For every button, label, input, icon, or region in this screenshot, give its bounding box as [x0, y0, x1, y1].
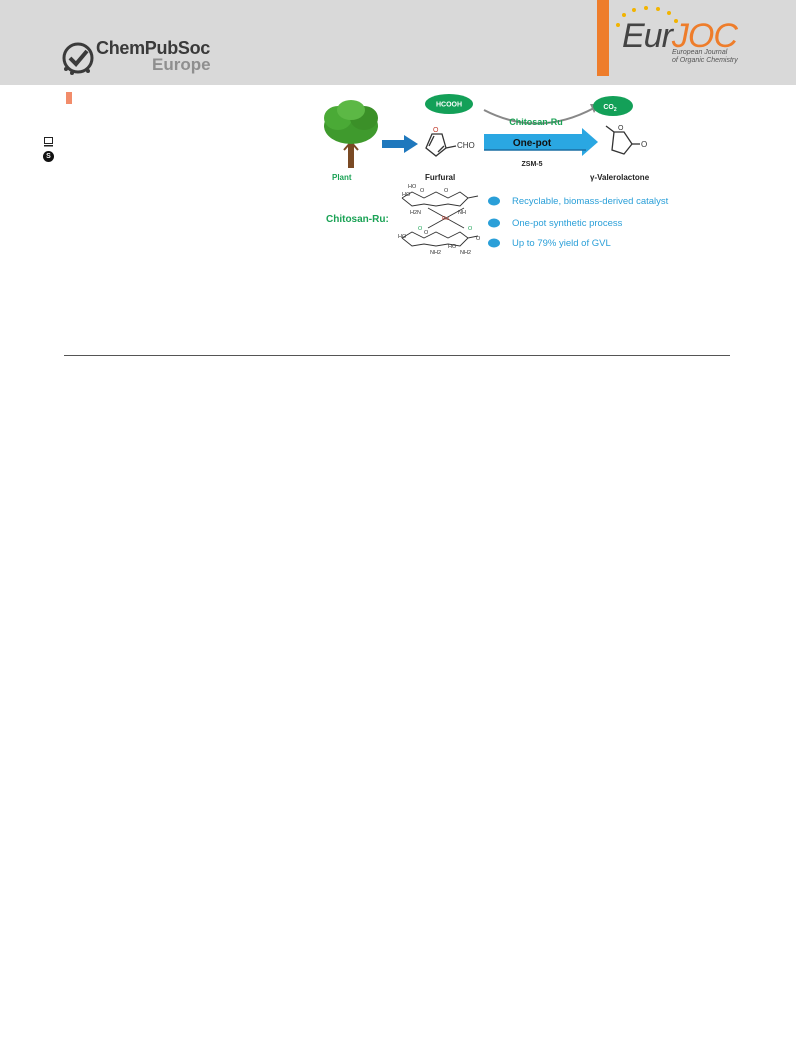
gvl-label: γ-Valerolactone — [590, 173, 650, 182]
journal-accent-bar — [597, 0, 609, 76]
journal-prefix: Eur — [622, 17, 673, 55]
journal-subtitle-line1: European Journal — [672, 49, 728, 56]
chitosan-ru-structure — [401, 191, 479, 247]
gvl-ring-oxygen: O — [618, 125, 624, 132]
structure-atom: HO — [398, 234, 407, 240]
bullet-dot-icon — [488, 218, 500, 228]
bullet-list: Recyclable, biomass-derived catalyst One… — [488, 196, 669, 249]
publisher-name: ChemPubSoc — [96, 38, 211, 58]
structure-atom-ru: Ru — [442, 216, 449, 222]
furfural-aldehyde-group: CHO — [457, 141, 475, 150]
eurjoc-logo: EurJOC European Journal of Organic Chemi… — [612, 5, 762, 75]
structure-atom: NH — [458, 210, 466, 216]
graphical-abstract: Plant O CHO Furfural HCOOH CO2 Chitosan-… — [324, 94, 669, 256]
zsm5-label: ZSM-5 — [522, 161, 543, 168]
bullet-item: Up to 79% yield of GVL — [512, 238, 611, 249]
section-marker — [66, 92, 72, 104]
co2-label-main: CO — [603, 104, 614, 111]
header-band — [0, 0, 796, 85]
co2-label: CO2 — [603, 104, 617, 113]
bullet-dot-icon — [488, 238, 500, 248]
structure-atom: O — [418, 226, 423, 232]
structure-atom: H2N — [410, 210, 421, 216]
journal-subtitle: European Journal of Organic Chemistry — [672, 49, 738, 65]
one-pot-arrow — [484, 128, 598, 156]
hcooh-label: HCOOH — [436, 102, 462, 109]
structure-atom: NH2 — [460, 250, 471, 256]
chitosan-ru-label: Chitosan-Ru: — [326, 214, 389, 225]
supporting-info-icon[interactable]: S — [43, 151, 54, 162]
structure-atom: O — [424, 230, 429, 236]
one-pot-label: One-pot — [513, 138, 552, 149]
structure-atom: O — [444, 188, 449, 194]
gvl-structure — [605, 125, 640, 155]
section-divider — [64, 355, 730, 356]
bullet-dot-icon — [488, 196, 500, 206]
journal-title: EurJOC — [622, 17, 738, 55]
publisher-region: Europe — [152, 55, 211, 74]
structure-atom: O — [476, 236, 481, 242]
journal-suffix: JOC — [671, 17, 738, 55]
furfural-structure — [425, 133, 457, 157]
tree-icon — [324, 100, 378, 168]
hcooh-badge — [425, 94, 473, 114]
structure-atom: HO — [402, 192, 411, 198]
furfural-label: Furfural — [425, 173, 455, 182]
catalyst-label: Chitosan-Ru — [509, 117, 563, 127]
structure-atom: HO — [448, 244, 457, 250]
bullet-item: One-pot synthetic process — [512, 218, 623, 229]
chempubsoc-emblem-icon — [62, 42, 94, 75]
co2-label-subscript: 2 — [614, 107, 617, 113]
chempubsoc-logo: ChemPubSoc Europe — [60, 38, 220, 78]
structure-atom: O — [468, 226, 473, 232]
plant-to-furfural-arrow — [382, 135, 418, 153]
co2-badge — [593, 96, 633, 116]
structure-atom: O — [420, 188, 425, 194]
star-ring-icon — [616, 6, 678, 27]
furfural-ring-oxygen: O — [433, 127, 439, 134]
structure-atom: NH2 — [430, 250, 441, 256]
hcooh-to-co2-arrow — [483, 107, 595, 125]
plant-label: Plant — [332, 173, 352, 182]
screen-icon[interactable] — [44, 137, 53, 147]
bullet-item: Recyclable, biomass-derived catalyst — [512, 196, 669, 207]
gvl-carbonyl-oxygen: O — [641, 140, 647, 149]
structure-atom: HO — [408, 184, 417, 190]
journal-subtitle-line2: of Organic Chemistry — [672, 57, 738, 64]
